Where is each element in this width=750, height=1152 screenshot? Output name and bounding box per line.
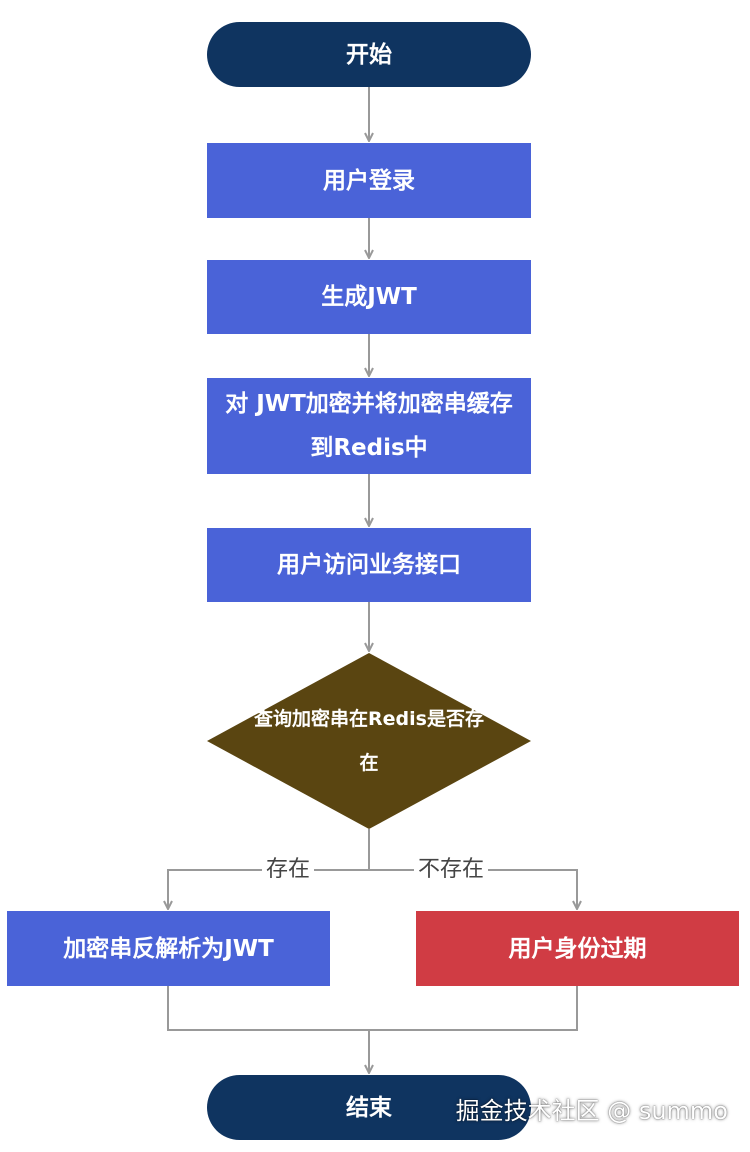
watermark-text: 掘金技术社区 @ summo — [455, 1097, 728, 1125]
step-encrypt-cache-label: 对 JWT加密并将加密串缓存到Redis中 — [225, 391, 513, 461]
step-encrypt-cache: 对 JWT加密并将加密串缓存到Redis中 — [207, 378, 531, 474]
edge-label-not-exists: 不存在 — [414, 856, 489, 884]
end-node: 结束 — [207, 1075, 531, 1140]
decision-node: 查询加密串在Redis是否存在 — [207, 653, 531, 829]
step-login: 用户登录 — [207, 143, 531, 218]
step-generate-jwt: 生成JWT — [207, 260, 531, 334]
step-parse-jwt: 加密串反解析为JWT — [7, 911, 330, 986]
step-login-label: 用户登录 — [323, 167, 415, 194]
decision-label: 查询加密串在Redis是否存在 — [254, 708, 484, 774]
end-label: 结束 — [346, 1094, 392, 1121]
merge-from-expired — [369, 986, 578, 1031]
decision-diamond — [207, 653, 531, 829]
step-identity-expired-label: 用户身份过期 — [508, 935, 647, 962]
edge-label-exists: 存在 — [262, 856, 315, 884]
start-label: 开始 — [346, 41, 392, 68]
step-identity-expired: 用户身份过期 — [416, 911, 739, 986]
step-access-api: 用户访问业务接口 — [207, 528, 531, 602]
start-node: 开始 — [207, 22, 531, 87]
step-parse-jwt-label: 加密串反解析为JWT — [63, 935, 274, 962]
merge-from-parse — [167, 986, 369, 1031]
step-access-api-label: 用户访问业务接口 — [277, 552, 461, 578]
step-generate-jwt-label: 生成JWT — [321, 284, 417, 310]
